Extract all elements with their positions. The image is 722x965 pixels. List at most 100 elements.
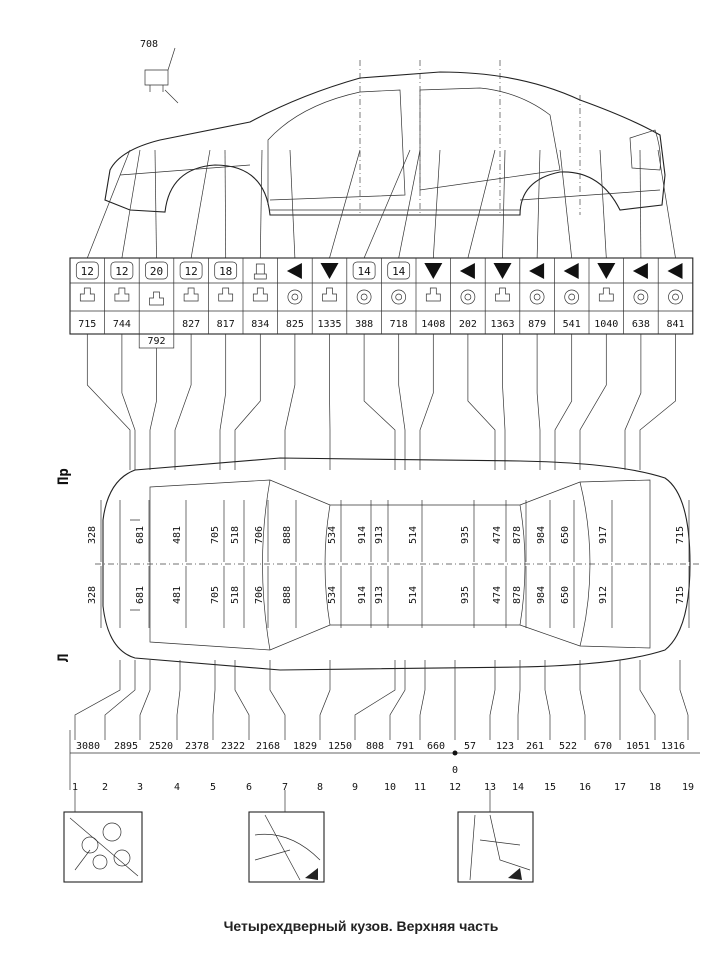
width-value-right: 878 [512, 526, 523, 544]
length-value: 1316 [661, 741, 685, 752]
bolt-icon [425, 287, 441, 302]
detail-inset-1 [63, 811, 143, 883]
ring-icon [460, 289, 476, 305]
point-number: 19 [682, 782, 694, 793]
length-value: 2322 [221, 741, 245, 752]
point-number: 15 [544, 782, 556, 793]
width-value-left: 534 [327, 586, 338, 604]
height-value: 638 [632, 319, 650, 330]
ring-icon [633, 289, 649, 305]
width-value-right: 913 [374, 526, 385, 544]
bolt-icon [495, 287, 510, 302]
car-side-view [104, 47, 666, 216]
leader-lines-bottom [74, 660, 689, 740]
width-value-left: 474 [492, 586, 503, 604]
ring-icon [564, 289, 580, 305]
length-value: 1829 [293, 741, 317, 752]
triangle-down-icon [493, 263, 512, 279]
point-number: 2 [102, 782, 108, 793]
leader-lines-middle [86, 334, 676, 470]
leader-lines-top [86, 149, 676, 259]
height-value: 825 [286, 319, 304, 330]
point-number: 7 [282, 782, 288, 793]
width-value-right: 514 [408, 526, 419, 544]
size-badge [75, 261, 99, 280]
bolt-icon [149, 291, 164, 306]
height-value: 1335 [317, 319, 341, 330]
length-value: 791 [396, 741, 414, 752]
size-badge [387, 261, 411, 280]
height-value: 1040 [594, 319, 618, 330]
length-value: 2520 [149, 741, 173, 752]
width-value-left: 705 [210, 586, 221, 604]
size-badge [352, 261, 376, 280]
width-value-left: 912 [598, 586, 609, 604]
length-value: 2168 [256, 741, 280, 752]
size-badge [145, 261, 168, 280]
ring-icon [391, 289, 407, 305]
detail-inset-2 [248, 811, 325, 883]
bolt-icon [183, 287, 199, 302]
height-value: 827 [182, 319, 200, 330]
width-value-right: 935 [460, 526, 471, 544]
length-value: 2895 [114, 741, 138, 752]
point-number: 16 [579, 782, 591, 793]
width-value-right: 705 [210, 526, 221, 544]
width-value-right: 917 [598, 526, 609, 544]
point-number: 12 [449, 782, 461, 793]
length-value: 57 [464, 741, 476, 752]
point-number: 13 [484, 782, 496, 793]
width-value-right: 474 [492, 526, 503, 544]
width-value-left: 914 [357, 586, 368, 604]
width-value-right: 715 [675, 526, 686, 544]
point-number: 6 [246, 782, 252, 793]
width-value-left: 514 [408, 586, 419, 604]
fastener-size-label: 12 [115, 265, 128, 278]
width-value-left: 481 [172, 586, 183, 604]
height-value: 718 [390, 319, 408, 330]
point-number: 17 [614, 782, 626, 793]
point-number: 8 [317, 782, 323, 793]
point-number: 18 [649, 782, 661, 793]
fastener-size-label: 14 [392, 265, 406, 278]
triangle-left-icon [529, 263, 545, 279]
bolt-icon [218, 287, 234, 302]
detail-inset-3 [457, 811, 534, 883]
height-value: 1408 [421, 319, 445, 330]
side-label-right: Пр [56, 468, 72, 485]
point-number: 14 [512, 782, 524, 793]
bolt-icon [79, 287, 95, 302]
width-value-right: 681 [135, 526, 146, 544]
width-value-right: 518 [230, 526, 241, 544]
width-value-right: 481 [172, 526, 183, 544]
ring-icon [287, 289, 303, 305]
width-value-left: 518 [230, 586, 241, 604]
width-value-right: 534 [327, 526, 338, 544]
height-value: 817 [217, 319, 235, 330]
width-value-right: 706 [254, 526, 265, 544]
fastener-size-label: 14 [357, 265, 371, 278]
fastener-size-label: 18 [219, 265, 232, 278]
point-number: 9 [352, 782, 358, 793]
height-value: 744 [113, 319, 131, 330]
fastener-size-label: 12 [81, 265, 94, 278]
width-value-left: 888 [282, 586, 293, 604]
height-value: 792 [147, 336, 165, 347]
car-top-view [95, 457, 700, 671]
width-value-right: 914 [357, 526, 368, 544]
stud-icon [253, 263, 267, 280]
point-number: 4 [174, 782, 180, 793]
point-number: 11 [414, 782, 426, 793]
height-value: 834 [251, 319, 269, 330]
width-value-right: 984 [536, 526, 547, 544]
width-value-left: 984 [536, 586, 547, 604]
length-value: 261 [526, 741, 544, 752]
height-value: 841 [666, 319, 684, 330]
width-value-left: 935 [460, 586, 471, 604]
width-value-right: 328 [87, 526, 98, 544]
triangle-left-icon [563, 263, 579, 279]
width-value-left: 328 [87, 586, 98, 604]
height-value: 388 [355, 319, 373, 330]
